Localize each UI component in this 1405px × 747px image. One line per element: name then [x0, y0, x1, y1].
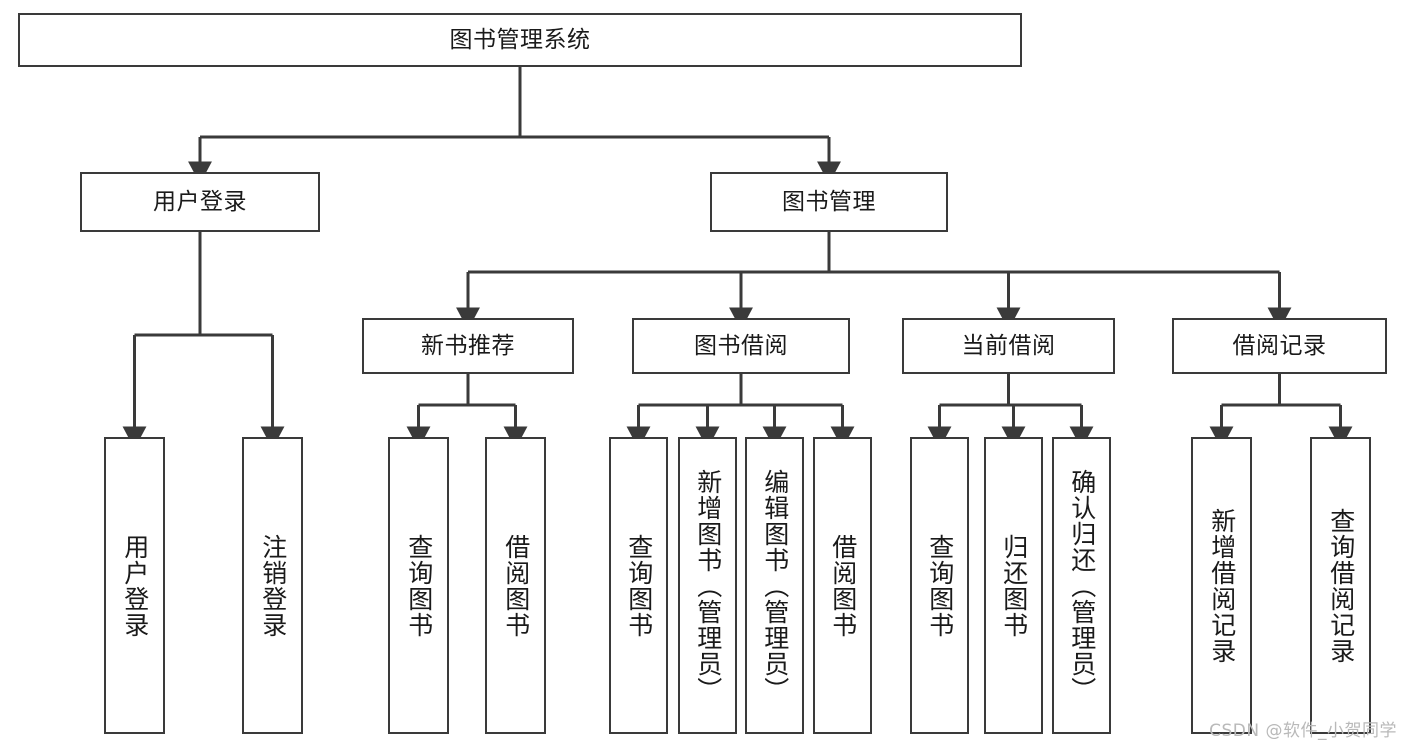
- node-label: 查询图书: [404, 533, 434, 638]
- node-query-book-3[interactable]: 查询图书: [910, 437, 969, 734]
- node-borrow-book-1[interactable]: 借阅图书: [485, 437, 546, 734]
- node-query-book-1[interactable]: 查询图书: [388, 437, 449, 734]
- node-user-logout[interactable]: 注销登录: [242, 437, 303, 734]
- node-label: 新增借阅记录: [1207, 507, 1237, 664]
- node-edit-book-admin[interactable]: 编辑图书（管理员）: [745, 437, 804, 734]
- node-label: 查询借阅记录: [1326, 507, 1356, 664]
- watermark: CSDN @软件_小贺同学: [1209, 721, 1397, 741]
- node-borrow-book-2[interactable]: 借阅图书: [813, 437, 872, 734]
- node-query-book-2[interactable]: 查询图书: [609, 437, 668, 734]
- node-label: 新书推荐: [421, 332, 515, 359]
- node-borrow-record[interactable]: 借阅记录: [1172, 318, 1387, 374]
- node-label: 借阅记录: [1232, 332, 1327, 359]
- node-label: 注销登录: [258, 533, 288, 638]
- node-label: 借阅图书: [828, 533, 858, 638]
- node-label: 用户登录: [120, 533, 150, 638]
- node-label: 借阅图书: [501, 533, 531, 638]
- node-root[interactable]: 图书管理系统: [18, 13, 1022, 67]
- node-label: 图书管理系统: [449, 26, 591, 53]
- node-current-borrow[interactable]: 当前借阅: [902, 318, 1115, 374]
- node-add-borrow-record[interactable]: 新增借阅记录: [1191, 437, 1252, 734]
- node-label: 新增图书（管理员）: [693, 468, 723, 703]
- node-label: 查询图书: [925, 533, 955, 638]
- node-user-login-do[interactable]: 用户登录: [104, 437, 165, 734]
- node-label: 图书管理: [782, 188, 876, 215]
- node-label: 用户登录: [153, 188, 247, 215]
- node-return-book[interactable]: 归还图书: [984, 437, 1043, 734]
- node-confirm-return-admin[interactable]: 确认归还（管理员）: [1052, 437, 1111, 734]
- node-query-borrow-record[interactable]: 查询借阅记录: [1310, 437, 1371, 734]
- node-label: 确认归还（管理员）: [1067, 468, 1097, 703]
- node-new-book-recommend[interactable]: 新书推荐: [362, 318, 574, 374]
- node-label: 编辑图书（管理员）: [760, 468, 790, 703]
- node-label: 查询图书: [624, 533, 654, 638]
- node-label: 图书借阅: [694, 332, 788, 359]
- node-label: 归还图书: [999, 533, 1029, 638]
- node-label: 当前借阅: [961, 332, 1056, 359]
- node-book-manage[interactable]: 图书管理: [710, 172, 948, 232]
- node-book-borrow[interactable]: 图书借阅: [632, 318, 850, 374]
- node-add-book-admin[interactable]: 新增图书（管理员）: [678, 437, 737, 734]
- node-user-login[interactable]: 用户登录: [80, 172, 320, 232]
